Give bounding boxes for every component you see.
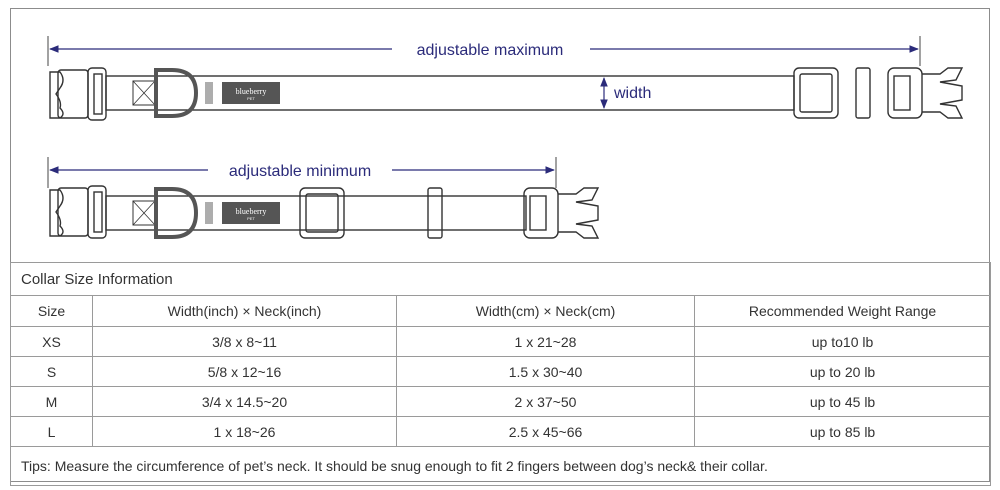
width-label: width <box>613 85 651 102</box>
brand-badge-text-min: blueberry <box>236 207 267 216</box>
header-width-cm: Width(cm) × Neck(cm) <box>396 295 695 327</box>
cell-inch: 3/4 x 14.5~20 <box>92 386 397 417</box>
adjustable-minimum-label: adjustable minimum <box>229 163 371 180</box>
cell-weight: up to10 lb <box>693 326 992 357</box>
table-row: XS 3/8 x 8~11 1 x 21~28 up to10 lb <box>10 326 992 357</box>
cell-size: S <box>10 356 93 387</box>
cell-weight: up to 45 lb <box>693 386 992 417</box>
table-title: Collar Size Information <box>9 262 992 296</box>
cell-size: XS <box>10 326 93 357</box>
collar-size-table: Collar Size Information Size Width(inch)… <box>9 262 992 486</box>
table-row: L 1 x 18~26 2.5 x 45~66 up to 85 lb <box>10 416 992 447</box>
brand-badge-text: blueberry <box>236 87 267 96</box>
cell-inch: 1 x 18~26 <box>92 416 397 447</box>
table-header-row: Size Width(inch) × Neck(inch) Width(cm) … <box>10 295 992 327</box>
adjustable-maximum-label: adjustable maximum <box>417 42 564 59</box>
cell-inch: 3/8 x 8~11 <box>92 326 397 357</box>
cell-cm: 2.5 x 45~66 <box>396 416 695 447</box>
cell-weight: up to 85 lb <box>693 416 992 447</box>
cell-size: M <box>10 386 93 417</box>
cell-cm: 2 x 37~50 <box>396 386 695 417</box>
tips-text: Tips: Measure the circumference of pet’s… <box>9 446 992 486</box>
table-row: M 3/4 x 14.5~20 2 x 37~50 up to 45 lb <box>10 386 992 417</box>
header-weight: Recommended Weight Range <box>693 295 992 327</box>
brand-badge-sub: PET <box>247 96 255 101</box>
cell-inch: 5/8 x 12~16 <box>92 356 397 387</box>
cell-size: L <box>10 416 93 447</box>
cell-cm: 1 x 21~28 <box>396 326 695 357</box>
collar-minimum: blueberry PET <box>47 157 600 239</box>
collar-maximum: blueberry PET <box>47 36 964 121</box>
collar-diagram: blueberry PET adjustable maximum width <box>47 36 964 239</box>
header-width-inch: Width(inch) × Neck(inch) <box>92 295 397 327</box>
cell-weight: up to 20 lb <box>693 356 992 387</box>
table-row: S 5/8 x 12~16 1.5 x 30~40 up to 20 lb <box>10 356 992 387</box>
brand-badge-sub-min: PET <box>247 216 255 221</box>
header-size: Size <box>10 295 93 327</box>
cell-cm: 1.5 x 30~40 <box>396 356 695 387</box>
